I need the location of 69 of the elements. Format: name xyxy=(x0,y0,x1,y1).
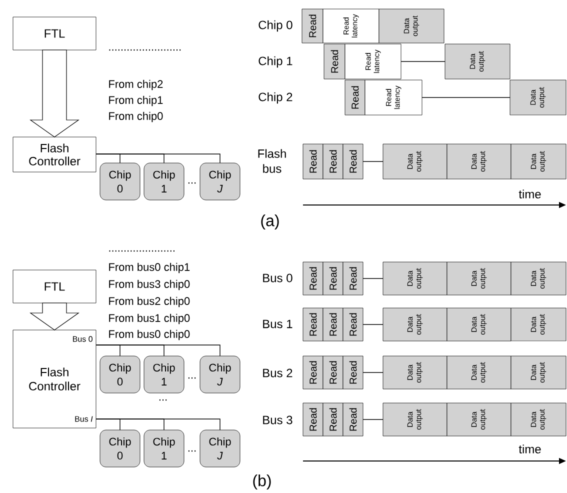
chip-box: Chip J xyxy=(200,430,240,468)
connector-line xyxy=(362,278,384,279)
bus-line xyxy=(96,418,220,430)
connector-line xyxy=(422,97,510,98)
controller-box: Bus 0 Flash Controller Bus I xyxy=(12,330,96,428)
chip-box: Chip 1 xyxy=(144,356,184,394)
ellipsis: ... xyxy=(159,399,167,401)
annotation: From bus0 chip1 xyxy=(109,262,190,274)
read-block: Read xyxy=(342,402,364,436)
annotation: From bus2 chip0 xyxy=(109,296,190,308)
read-block: Read xyxy=(342,356,364,390)
row-label: Bus 3 xyxy=(263,416,292,424)
connector-line xyxy=(362,161,384,162)
ellipsis: ... xyxy=(188,182,196,184)
row-label: Chip 2 xyxy=(258,92,292,104)
dotted-line-text: ...................... xyxy=(109,250,174,252)
connector-line xyxy=(362,372,384,373)
read-block: Read xyxy=(342,308,364,342)
row-label: Bus 0 xyxy=(263,274,292,282)
read-block: Read xyxy=(302,8,324,44)
row-label: Bus 2 xyxy=(263,368,292,378)
chip-box: Chip 1 xyxy=(144,162,184,200)
read-block: Read xyxy=(322,308,344,342)
read-block: Read xyxy=(302,262,324,296)
annotation: From bus0 chip0 xyxy=(109,330,190,340)
read-block: Read xyxy=(322,356,344,390)
ellipsis: ... xyxy=(188,377,196,379)
chip-box: Chip J xyxy=(200,356,240,394)
annotation: From chip0 xyxy=(109,112,163,122)
process-box: Flash Controller xyxy=(12,136,96,172)
chip-box: Chip J xyxy=(200,162,240,200)
read-block: Read xyxy=(342,262,364,296)
read-block: Read xyxy=(302,308,324,342)
read-block: Read xyxy=(322,402,344,436)
row-label: Flash bus xyxy=(258,149,286,173)
axis-label: time xyxy=(518,444,541,454)
panel-label: (a) xyxy=(261,214,279,230)
block-arrow xyxy=(30,302,80,330)
bus-line xyxy=(96,154,220,164)
connector-line xyxy=(400,61,446,62)
annotation: From chip1 xyxy=(109,96,163,106)
read-block: Read xyxy=(324,44,346,80)
read-block: Read xyxy=(322,144,344,180)
row-label: Bus 1 xyxy=(263,320,292,328)
annotation: From chip2 xyxy=(109,80,163,90)
process-box: FTL xyxy=(12,270,96,304)
dotted-line-text: ........................ xyxy=(109,49,181,51)
read-block: Read xyxy=(302,144,324,180)
chip-box: Chip 1 xyxy=(144,430,184,468)
bus-line xyxy=(96,344,220,356)
chip-box: Chip 0 xyxy=(100,430,140,468)
panel-label: (b) xyxy=(253,474,271,490)
read-block: Read xyxy=(344,80,366,116)
connector-line xyxy=(362,419,384,420)
read-block: Read xyxy=(302,402,324,436)
chip-box: Chip 0 xyxy=(100,356,140,394)
ellipsis: ... xyxy=(188,450,196,452)
read-block: Read xyxy=(322,262,344,296)
row-label: Chip 1 xyxy=(258,56,292,68)
row-label: Chip 0 xyxy=(258,20,292,32)
annotation: From bus1 chip0 xyxy=(109,314,190,324)
axis-label: time xyxy=(518,190,541,198)
chip-box: Chip 0 xyxy=(100,162,140,200)
annotation: From bus3 chip0 xyxy=(109,280,190,290)
connector-line xyxy=(362,324,384,325)
process-box: FTL xyxy=(12,16,96,50)
read-block: Read xyxy=(342,144,364,180)
block-arrow xyxy=(30,50,80,138)
read-block: Read xyxy=(302,356,324,390)
